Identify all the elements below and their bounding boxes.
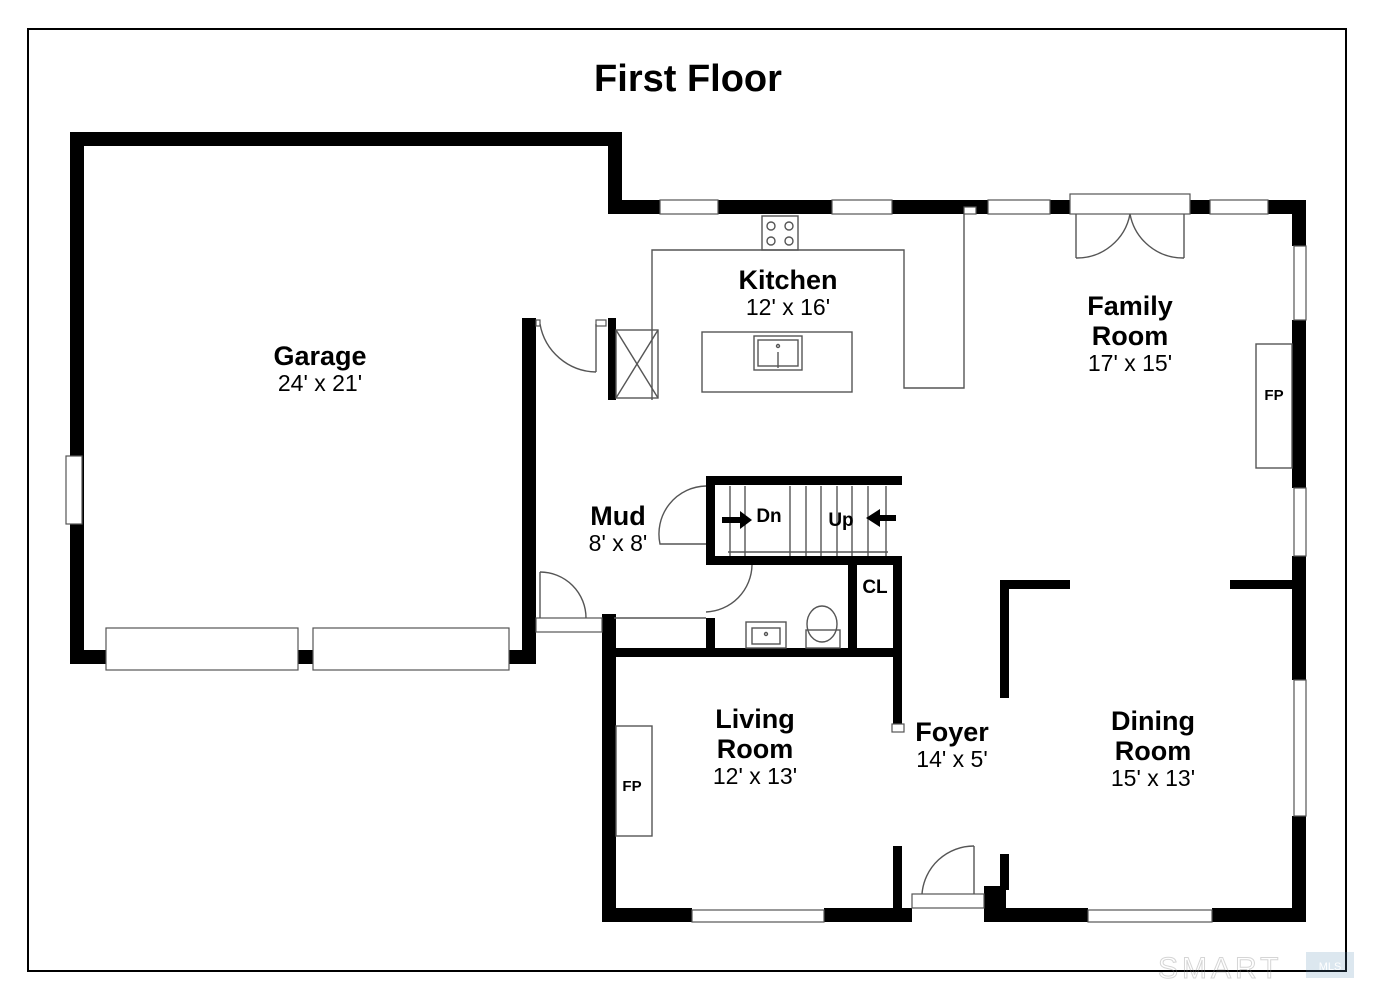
mud-exterior-door bbox=[535, 571, 603, 633]
watermark-badge: MLS bbox=[1319, 961, 1342, 973]
garage-dims: 24' x 21' bbox=[278, 370, 362, 396]
living-fireplace-label: FP bbox=[622, 778, 641, 795]
top-windows bbox=[659, 199, 1269, 215]
foyer-left-wall bbox=[893, 846, 902, 914]
living-name-line1: Living bbox=[715, 704, 795, 734]
family-dims: 17' x 15' bbox=[1088, 350, 1172, 376]
stairs-down-label: Dn bbox=[756, 506, 781, 527]
kitchen-garage-wall bbox=[608, 318, 616, 400]
cooktop-icon bbox=[761, 215, 799, 251]
living-fireplace bbox=[615, 725, 653, 837]
bottom-windows bbox=[691, 909, 1213, 923]
garage-doors bbox=[105, 627, 510, 671]
bath-walls bbox=[602, 565, 902, 725]
dining-dims: 15' x 13' bbox=[1111, 765, 1195, 791]
closet-label: CL bbox=[862, 577, 888, 598]
bath-sink-icon bbox=[745, 621, 787, 649]
toilet-icon bbox=[805, 605, 841, 649]
garage-mud-door bbox=[535, 319, 607, 373]
family-fireplace bbox=[1255, 343, 1293, 469]
smart-mls-watermark: SMART MLS bbox=[1158, 952, 1354, 986]
dining-name-line2: Room bbox=[1115, 736, 1192, 766]
watermark-text: SMART bbox=[1158, 952, 1282, 985]
garage-window bbox=[65, 455, 83, 525]
family-name-line2: Room bbox=[1092, 321, 1169, 351]
mud-dims: 8' x 8' bbox=[589, 530, 648, 556]
house-walls bbox=[602, 200, 1306, 922]
family-room-french-doors bbox=[1069, 193, 1191, 259]
right-windows bbox=[1293, 245, 1307, 817]
page-frame bbox=[27, 28, 1347, 972]
foyer-dims: 14' x 5' bbox=[916, 746, 987, 772]
garage-walls bbox=[70, 132, 622, 664]
front-door bbox=[911, 845, 985, 909]
family-name-line1: Family bbox=[1087, 291, 1173, 321]
plan-title: First Floor bbox=[594, 58, 782, 100]
living-name-line2: Room bbox=[717, 734, 794, 764]
kitchen-name: Kitchen bbox=[738, 265, 837, 295]
stairs-up-label: Up bbox=[828, 510, 853, 531]
mud-name: Mud bbox=[590, 501, 645, 531]
kitchen-dims: 12' x 16' bbox=[746, 294, 830, 320]
mud-stair-door bbox=[658, 485, 707, 545]
foyer-name: Foyer bbox=[915, 717, 989, 747]
foyer-column bbox=[891, 723, 905, 733]
kitchen-counters bbox=[615, 214, 965, 400]
kitchen-sink-icon bbox=[753, 335, 803, 371]
stairs-down-arrow-icon bbox=[722, 511, 752, 529]
living-dims: 12' x 13' bbox=[713, 763, 797, 789]
dining-name-line1: Dining bbox=[1111, 706, 1195, 736]
stairs-up-arrow-icon bbox=[866, 509, 896, 527]
dining-walls bbox=[1000, 580, 1300, 890]
family-fireplace-label: FP bbox=[1264, 387, 1283, 404]
garage-name: Garage bbox=[273, 341, 366, 371]
bath-door bbox=[705, 564, 753, 613]
